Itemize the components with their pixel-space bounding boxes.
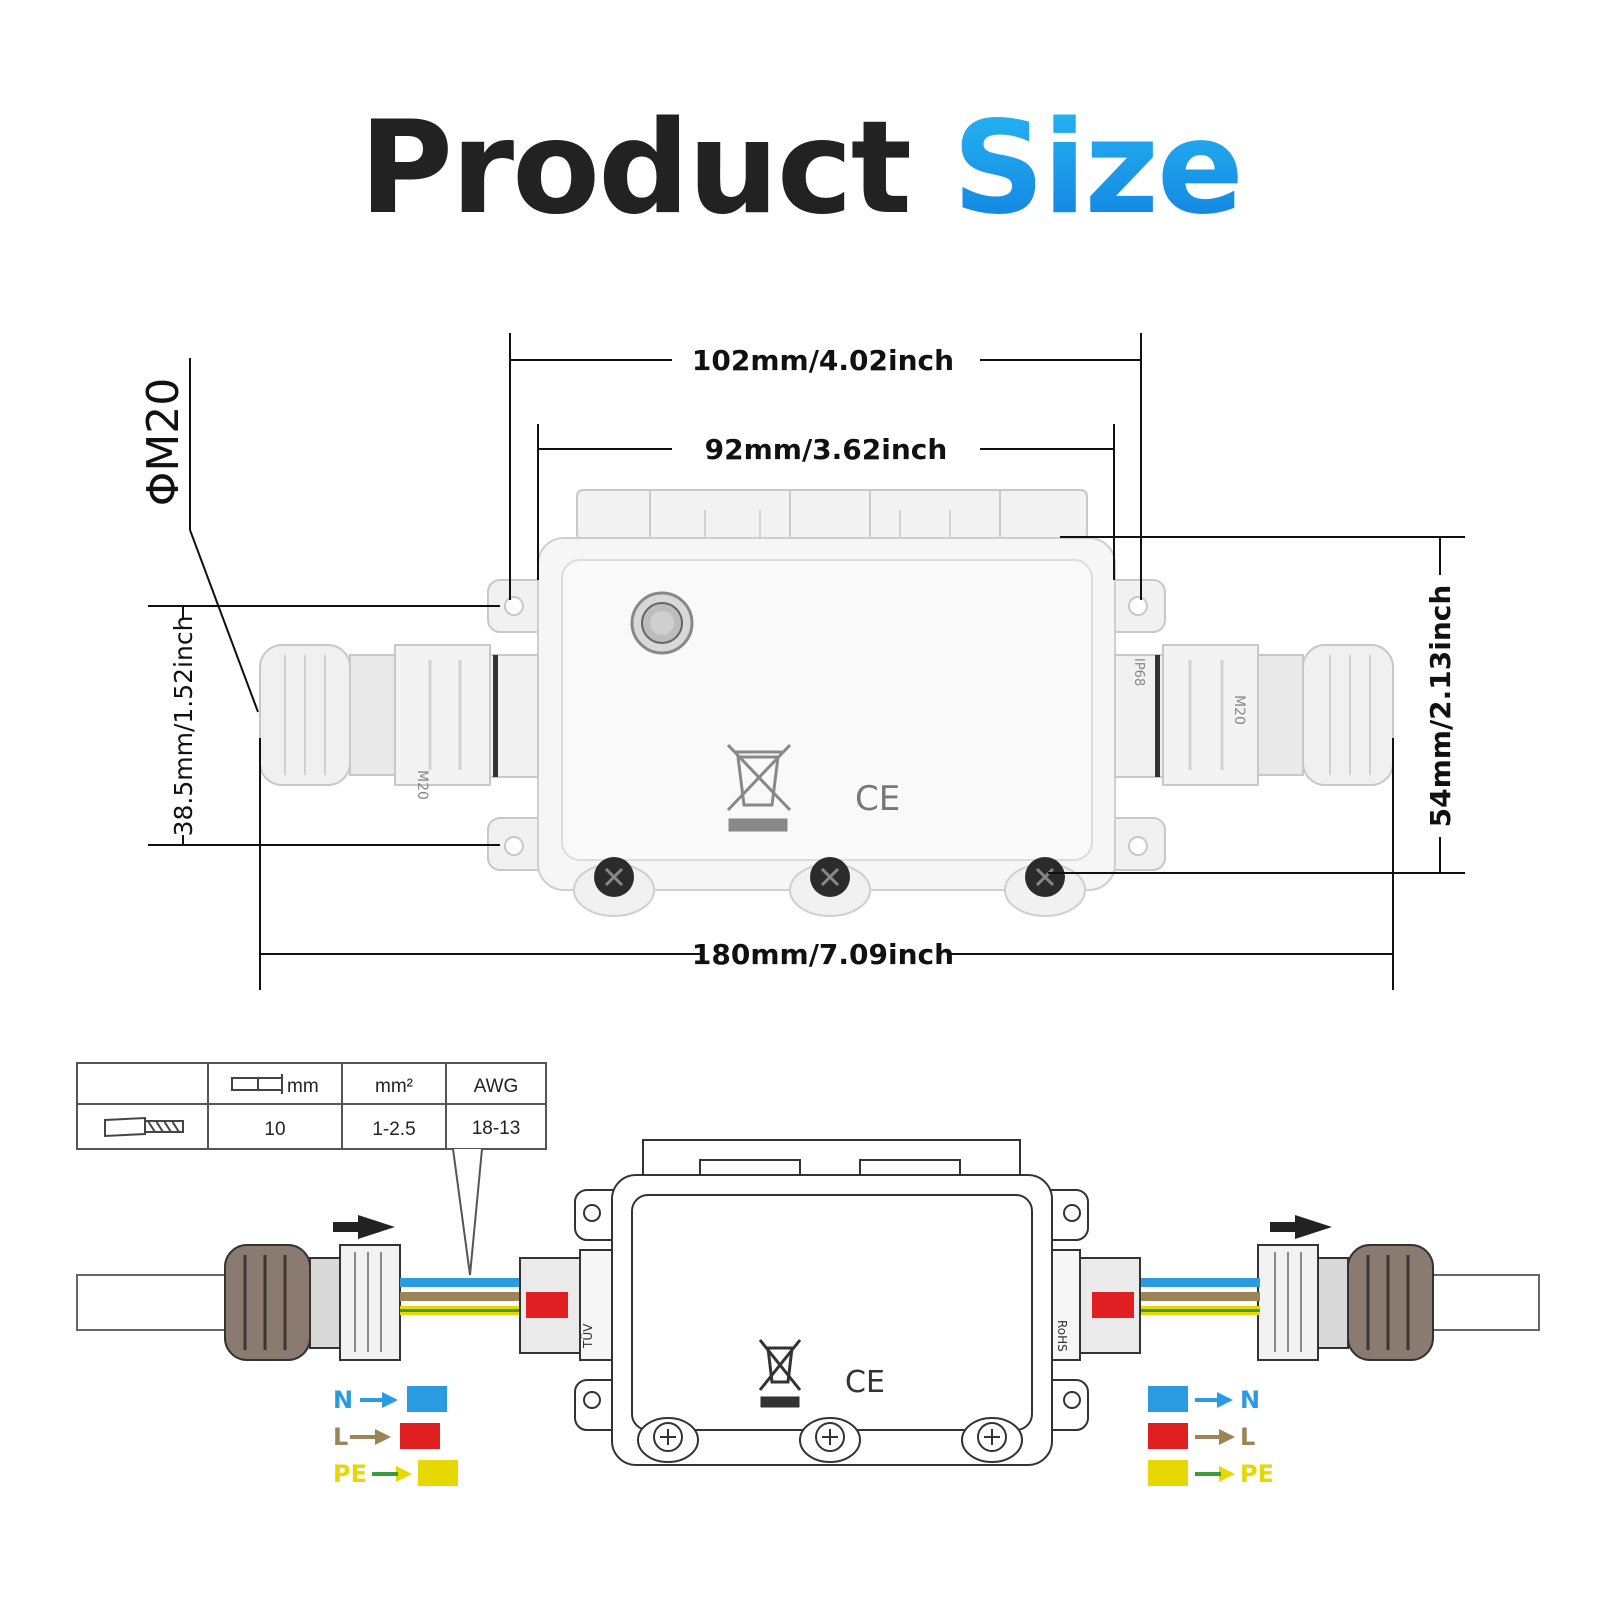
lid-screws (594, 857, 1065, 897)
ce-mark: CE (855, 779, 900, 819)
legend-right-l-label: L (1240, 1423, 1255, 1451)
insert-arrow-left (333, 1215, 395, 1239)
mounting-ears (487, 579, 1166, 871)
title-word-size: Size (952, 94, 1243, 243)
wire-legend-right: N L PE (1148, 1386, 1274, 1488)
ip-rating-label: IP68 (1131, 658, 1146, 686)
title-word-product: Product (359, 94, 912, 243)
legend-left-n-swatch (407, 1386, 447, 1412)
table-header-awg: AWG (474, 1076, 519, 1097)
weee-bin-icon-small (758, 1339, 802, 1408)
weee-bin-icon (726, 743, 792, 832)
dim-outer-width: 102mm/4.02inch (692, 344, 954, 377)
ce-mark-small: CE (845, 1365, 885, 1400)
insert-arrow-right (1270, 1215, 1332, 1239)
left-gland-exploded (224, 1244, 401, 1361)
table-cell-strip-length: 10 (264, 1119, 285, 1140)
lid-hinge (576, 489, 1088, 541)
dim-total-length: 180mm/7.09inch (692, 938, 954, 971)
legend-right-l-swatch (1148, 1423, 1188, 1449)
legend-right-pe-label: PE (1240, 1460, 1274, 1488)
right-cable (1423, 1274, 1540, 1331)
dimension-lines (148, 333, 1465, 990)
legend-left-n-label: N (333, 1386, 353, 1414)
right-gland-exploded (1257, 1244, 1434, 1361)
dim-gland-width: 38.5mm/1.52inch (169, 616, 198, 837)
dim-height: 54mm/2.13inch (1424, 585, 1457, 828)
left-connector-block: TÜV (519, 1249, 613, 1361)
stripped-wire-icon (104, 1116, 184, 1138)
dim-inner-width: 92mm/3.62inch (705, 433, 948, 466)
legend-right-pe-swatch (1148, 1460, 1188, 1486)
rohs-mark: RoHS (1055, 1320, 1069, 1352)
tuv-mark: TÜV (579, 1323, 595, 1349)
table-header-mm: mm (287, 1076, 319, 1097)
wire-spec-table: mm mm² AWG 10 1-2.5 18-13 (76, 1062, 547, 1276)
right-gland-m20-label: M20 (1231, 695, 1247, 725)
dim-thread-size: ΦM20 (138, 378, 189, 507)
legend-left-l-arrow (350, 1429, 391, 1445)
right-wires (1120, 1278, 1260, 1315)
table-cell-awg: 18-13 (472, 1118, 521, 1139)
wire-legend-left: N L PE (333, 1386, 458, 1488)
legend-left-pe-swatch (418, 1460, 458, 1486)
indicator-light-icon (630, 591, 694, 655)
legend-left-l-swatch (400, 1423, 440, 1449)
bottom-junction-box (574, 1139, 1089, 1466)
legend-right-n-swatch (1148, 1386, 1188, 1412)
left-cable (76, 1274, 228, 1331)
top-junction-box: CE M20 (259, 489, 1394, 917)
right-connector-block: RoHS (1047, 1249, 1141, 1361)
legend-right-l-arrow (1195, 1429, 1235, 1445)
right-cable-gland: IP68 M20 (1114, 644, 1394, 786)
legend-right-n-label: N (1240, 1386, 1260, 1414)
wiring-diagram: TÜV RoHS (76, 1139, 1540, 1466)
legend-left-n-arrow (360, 1392, 398, 1408)
table-header-mm2: mm² (375, 1076, 413, 1097)
strip-length-icon (231, 1074, 283, 1094)
page-title: Product Size (0, 105, 1601, 233)
legend-right-n-arrow (1195, 1392, 1233, 1408)
legend-left-pe-label: PE (333, 1460, 367, 1488)
table-cell-cross-section: 1-2.5 (372, 1119, 415, 1140)
left-cable-gland: M20 (259, 644, 539, 800)
left-gland-m20-label: M20 (414, 770, 430, 800)
legend-left-l-label: L (333, 1423, 348, 1451)
left-wires (400, 1278, 540, 1315)
table-callout-pointer (452, 1148, 483, 1276)
